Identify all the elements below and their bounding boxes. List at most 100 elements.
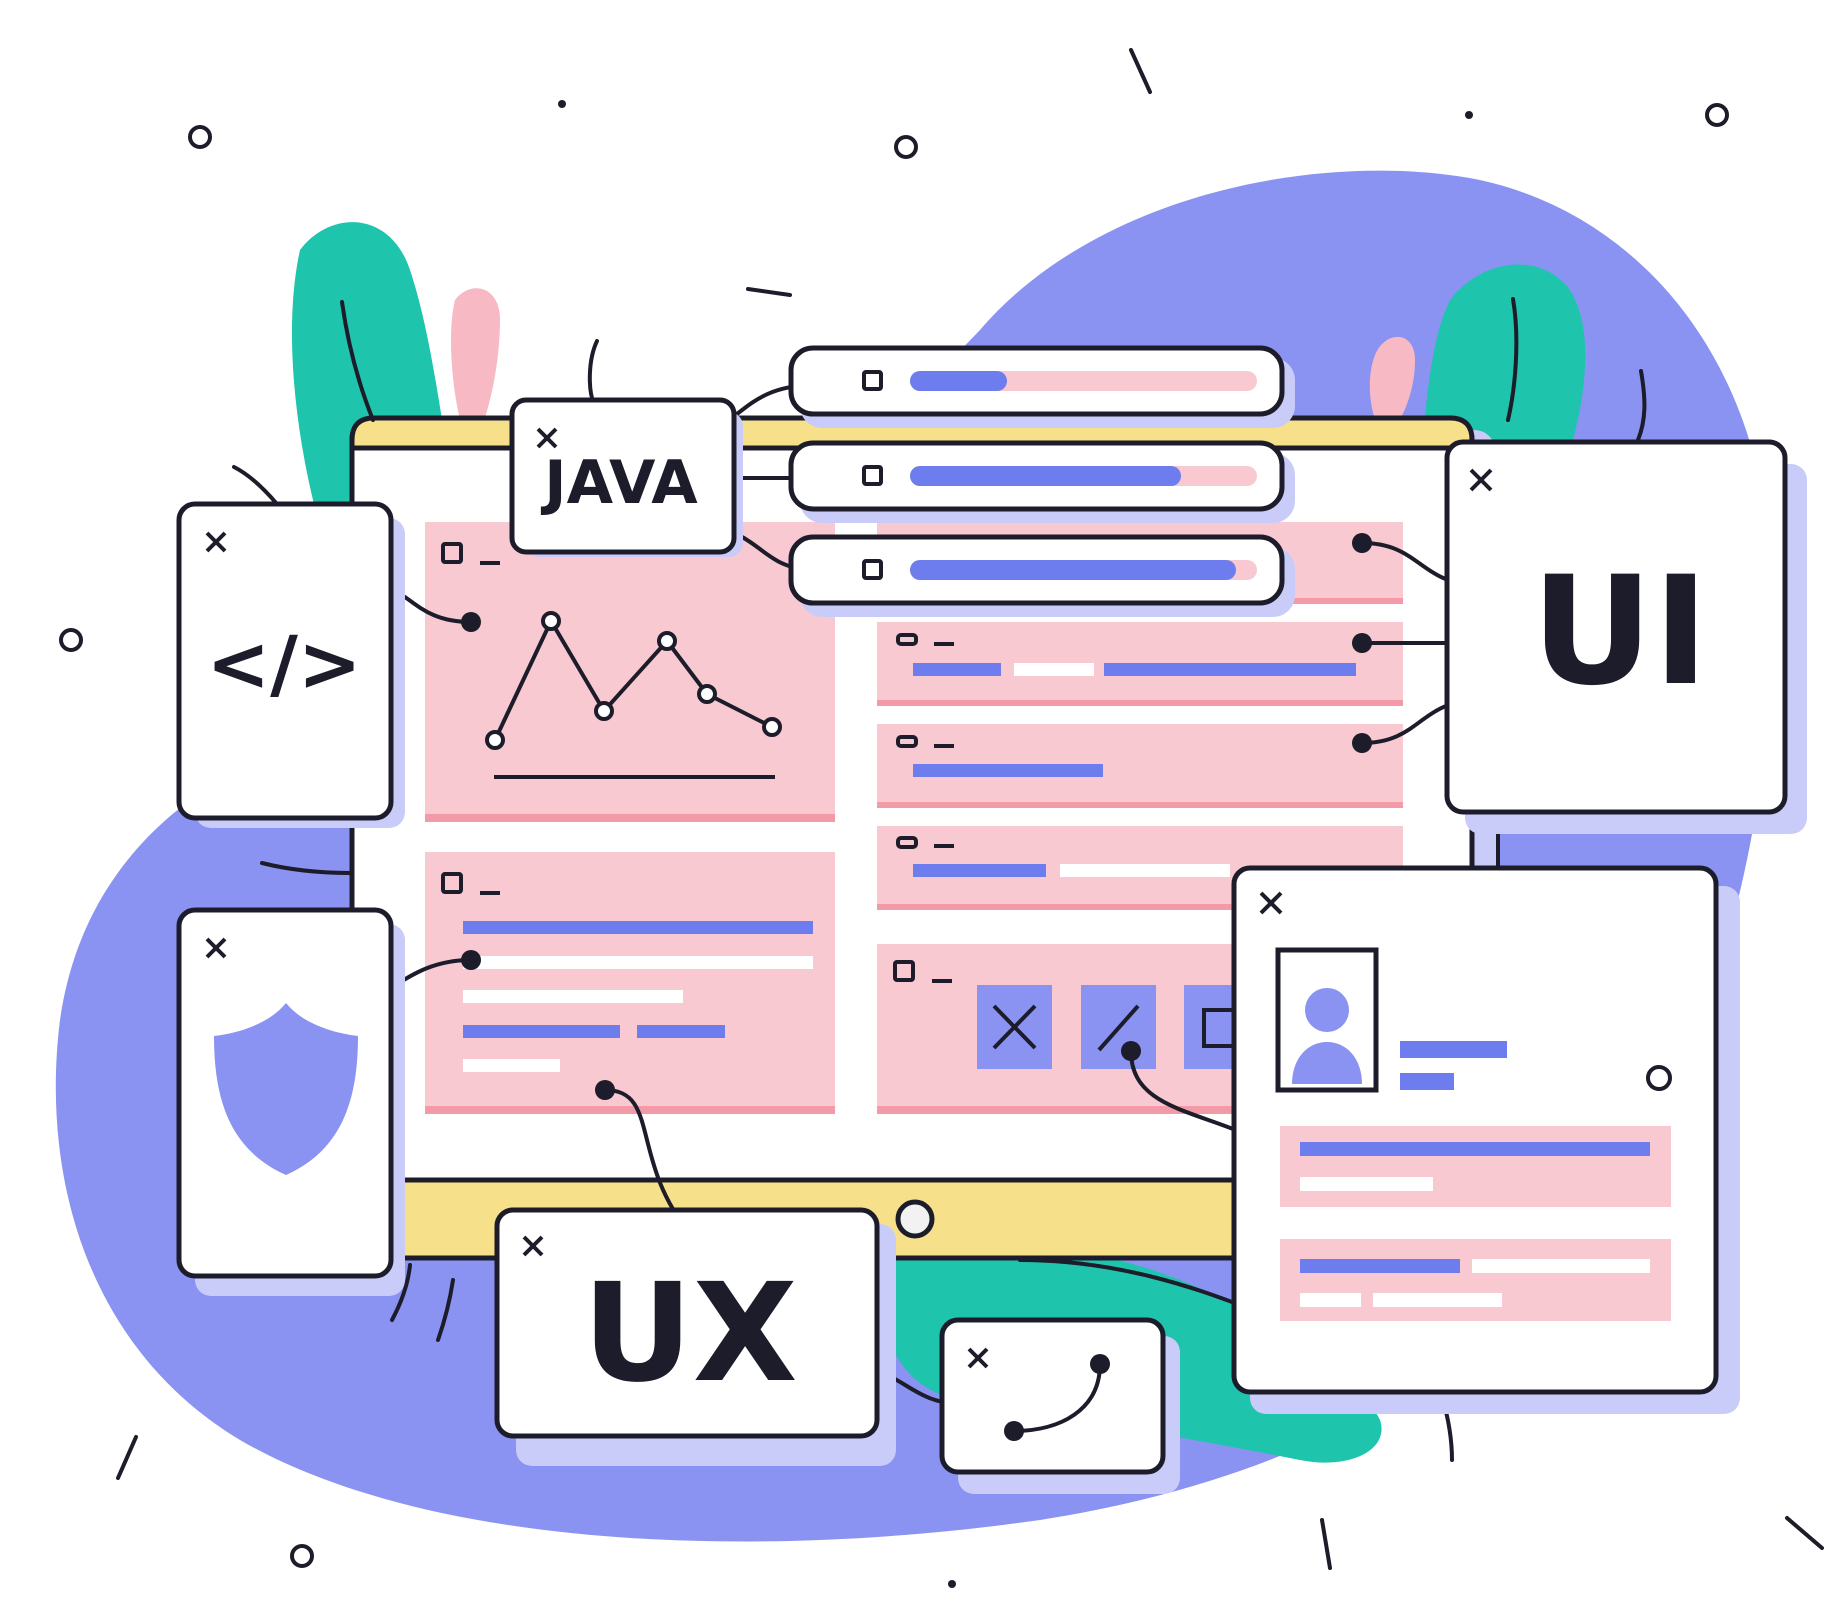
pink-leaf-left — [450, 288, 500, 450]
java-card: JAVA — [509, 397, 743, 557]
connector-dot — [1352, 533, 1372, 553]
row-line — [913, 663, 1001, 676]
card-frame — [509, 397, 737, 555]
row-toggle — [896, 633, 918, 646]
ring-speck — [188, 125, 212, 149]
row-toggle — [896, 836, 918, 849]
progress-card — [788, 345, 1295, 428]
detail-block — [1280, 1126, 1671, 1207]
ux-card: UX — [494, 1207, 896, 1466]
java-label: JAVA — [540, 448, 698, 518]
list-row-underline — [877, 904, 1403, 910]
panel-underline — [425, 1106, 835, 1114]
dash-speck — [1785, 1516, 1824, 1550]
edit-button[interactable] — [1081, 985, 1156, 1069]
dash-speck — [746, 287, 792, 297]
detail-line — [1300, 1177, 1433, 1191]
text-line — [463, 1025, 620, 1038]
panel-underline — [425, 814, 835, 822]
ux-label: UX — [582, 1255, 797, 1413]
close-icon[interactable] — [205, 937, 227, 959]
progress-checkbox[interactable] — [862, 465, 883, 486]
curve-card — [939, 1317, 1180, 1494]
avatar-head — [1305, 988, 1349, 1032]
text-line — [463, 956, 813, 969]
chart-point — [594, 701, 614, 721]
close-icon[interactable] — [205, 531, 227, 553]
close-icon[interactable] — [522, 1235, 544, 1257]
progress-fill — [910, 371, 1007, 391]
shield-icon — [214, 1003, 358, 1175]
edit-icon — [1097, 1004, 1140, 1052]
connector-line — [1636, 369, 1647, 442]
detail-line — [1300, 1293, 1361, 1307]
close-icon[interactable] — [1259, 891, 1283, 915]
connector-dot — [1352, 633, 1372, 653]
connector-line — [436, 1278, 455, 1342]
progress-checkbox[interactable] — [862, 370, 883, 391]
progress-fill — [910, 466, 1181, 486]
ring-speck — [1705, 103, 1729, 127]
connector-line — [390, 1263, 412, 1322]
connector-dot — [595, 1080, 615, 1100]
card-frame — [1444, 439, 1788, 815]
row-line — [1014, 663, 1094, 676]
dot-specks — [558, 100, 1473, 1588]
detail-block — [1280, 1239, 1671, 1321]
profile-card — [1231, 865, 1740, 1414]
chart-point — [697, 684, 717, 704]
connector-line — [587, 339, 599, 406]
profile-role-line — [1400, 1073, 1454, 1090]
ring-speck — [290, 1544, 314, 1568]
connector-line — [1018, 1258, 1242, 1307]
panel-checkbox — [893, 960, 915, 982]
decorative-specks — [59, 48, 1824, 1570]
chart-point — [485, 730, 505, 750]
curve-point — [1004, 1421, 1024, 1441]
panel-bg — [425, 522, 835, 822]
connector-line — [260, 861, 352, 875]
delete-button[interactable] — [977, 985, 1052, 1069]
close-icon[interactable] — [967, 1347, 989, 1369]
code-icon: </> — [206, 619, 361, 708]
curve-icon — [1004, 1354, 1110, 1441]
row-line — [913, 764, 1103, 777]
progress-list — [788, 345, 1295, 617]
home-button[interactable] — [895, 1199, 935, 1239]
text-line — [463, 921, 813, 934]
connector-dot — [1121, 1041, 1141, 1061]
connector-line — [603, 1088, 691, 1234]
curve-path — [1013, 1363, 1102, 1433]
ui-card: UI — [1444, 439, 1807, 834]
detail-line — [1300, 1142, 1650, 1156]
connector-dot — [1352, 733, 1372, 753]
close-icon[interactable] — [536, 427, 558, 449]
connector-dot — [461, 612, 481, 632]
text-line — [463, 990, 683, 1003]
text-line — [463, 1059, 560, 1072]
card-frame — [939, 1317, 1166, 1475]
avatar-body — [1292, 1042, 1362, 1084]
row-line — [1060, 864, 1230, 877]
chart-line — [493, 619, 773, 741]
card-frame — [494, 1207, 880, 1439]
detail-line — [1373, 1293, 1502, 1307]
line-chart-icon — [485, 611, 782, 779]
progress-checkbox[interactable] — [862, 559, 883, 580]
list-row-underline — [877, 700, 1403, 706]
progress-card — [788, 440, 1295, 523]
connector-line — [1506, 297, 1519, 422]
dot-speck — [1465, 111, 1473, 119]
connector-line — [232, 465, 279, 506]
detail-line — [1472, 1259, 1650, 1273]
chart-point — [657, 631, 677, 651]
row-line — [913, 864, 1046, 877]
code-card: </> — [176, 501, 405, 828]
user-icon — [1275, 947, 1379, 1093]
close-icon[interactable] — [1469, 468, 1493, 492]
progress-card — [788, 534, 1295, 617]
ui-label: UI — [1531, 545, 1709, 719]
row-toggle — [896, 735, 918, 748]
security-card — [176, 907, 405, 1296]
